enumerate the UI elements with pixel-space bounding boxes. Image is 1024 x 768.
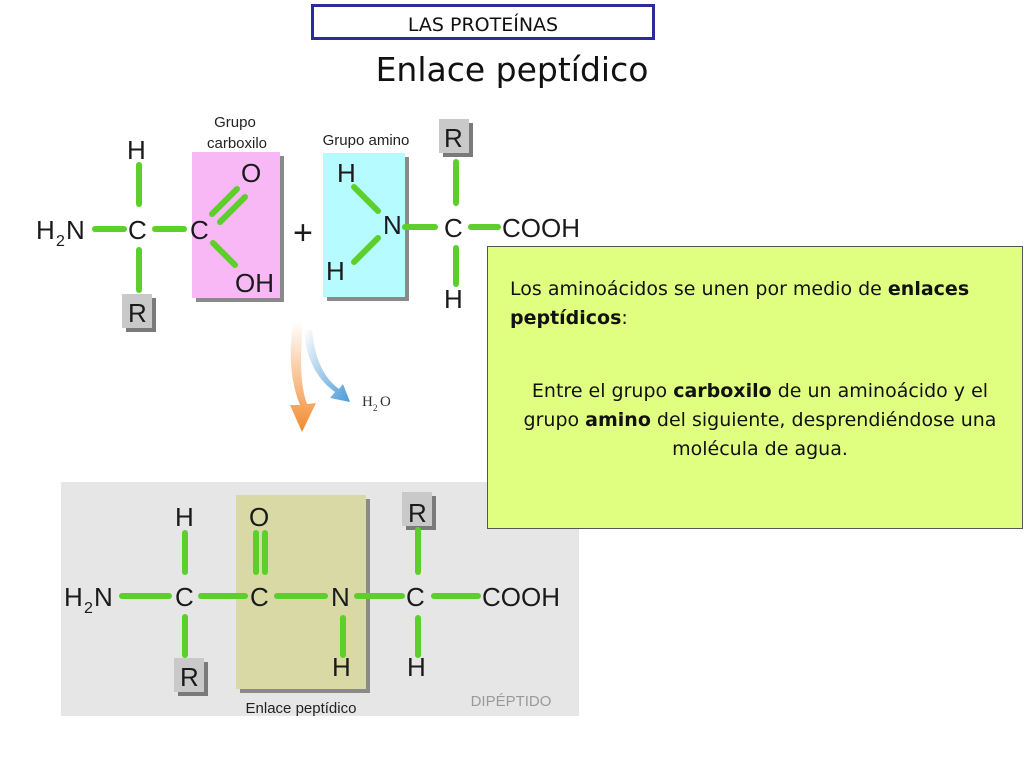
atom-oh: OH	[235, 268, 274, 298]
product-bonds	[119, 527, 481, 658]
atom-h2n-h: H	[64, 582, 83, 612]
info-bold-text: amino	[585, 409, 651, 431]
reactant-atoms: H H 2 N C R C O OH H N H C R COOH H	[36, 123, 580, 328]
amino-group-box	[323, 153, 405, 297]
carboxyl-label-line1: Grupo	[214, 114, 256, 131]
carboxyl-group-box	[192, 152, 280, 298]
reaction-arrow-icon	[290, 322, 316, 432]
atom-h-bottom: H	[444, 284, 463, 314]
amino-label: Grupo amino	[323, 132, 410, 149]
atom-h: H	[175, 502, 194, 532]
atom-h-amino-bottom: H	[326, 256, 345, 286]
atom-c2: C	[190, 215, 209, 245]
water-subscript: 2	[373, 403, 378, 413]
reactant-bonds	[92, 159, 501, 293]
group-labels: Grupo carboxilo Grupo amino	[207, 114, 409, 152]
atom-h2n-n: N	[94, 582, 113, 612]
atom-n: N	[331, 582, 350, 612]
r-top-box	[402, 492, 432, 526]
peptide-bond-label: Enlace peptídico	[246, 700, 357, 717]
atom-cooh: COOH	[502, 213, 580, 243]
carboxyl-label-line2: carboxilo	[207, 135, 267, 152]
info-text: :	[621, 307, 628, 329]
info-bold-text: carboxilo	[673, 380, 772, 402]
atom-h2n-n: N	[66, 215, 85, 245]
info-paragraph-2: Entre el grupo carboxilo de un aminoácid…	[510, 377, 1010, 464]
atom-c3: C	[406, 582, 425, 612]
water-h: H	[362, 394, 373, 410]
atom-o: O	[249, 502, 269, 532]
info-text: Los aminoácidos se unen por medio de	[510, 278, 888, 300]
atom-cooh: COOH	[482, 582, 560, 612]
water-release-arrow-icon	[304, 330, 350, 402]
atom-o: O	[241, 158, 261, 188]
bond	[209, 186, 240, 217]
slide-title: Enlace peptídico	[375, 50, 649, 89]
water-formula: H 2 O	[362, 394, 391, 413]
atom-c2: C	[250, 582, 269, 612]
atom-r1: R	[128, 298, 147, 328]
dipeptide-label: DIPÉPTIDO	[471, 693, 552, 710]
info-text: de un aminoácido y el grupo	[523, 380, 989, 431]
info-box: Los aminoácidos se unen por medio de enl…	[487, 246, 1023, 529]
atom-h-amino-top: H	[337, 158, 356, 188]
section-header-text: LAS PROTEÍNAS	[407, 14, 559, 36]
info-text: Entre el grupo	[531, 380, 674, 402]
r2-box	[439, 119, 469, 153]
atom-c3: C	[444, 213, 463, 243]
info-paragraph-1: Los aminoácidos se unen por medio de enl…	[510, 275, 1010, 333]
r-bottom-box	[174, 658, 204, 692]
atom-h2n-subscript: 2	[84, 600, 93, 617]
section-header: LAS PROTEÍNAS	[311, 4, 655, 40]
atom-h: H	[127, 135, 146, 165]
r1-box	[122, 294, 152, 328]
atom-n: N	[383, 210, 402, 240]
atom-h2n-h: H	[36, 215, 55, 245]
atom-r2: R	[444, 123, 463, 153]
water-o: O	[380, 394, 391, 410]
plus-sign: +	[293, 214, 313, 252]
info-text: del siguiente, desprendiéndose una moléc…	[650, 409, 997, 460]
info-bold-text: enlaces peptídicos	[510, 278, 970, 329]
atom-r-top: R	[408, 498, 427, 528]
atom-c1: C	[128, 215, 147, 245]
product-atoms: H O R H 2 N C C N C COOH R H H	[64, 498, 560, 692]
atom-h-n: H	[332, 652, 351, 682]
bond	[351, 235, 381, 265]
bond	[217, 194, 248, 225]
bond	[351, 184, 381, 214]
atom-c1: C	[175, 582, 194, 612]
atom-h2n-subscript: 2	[56, 233, 65, 250]
atom-h-c3: H	[407, 652, 426, 682]
atom-r-bottom: R	[180, 662, 199, 692]
bond	[210, 240, 238, 268]
